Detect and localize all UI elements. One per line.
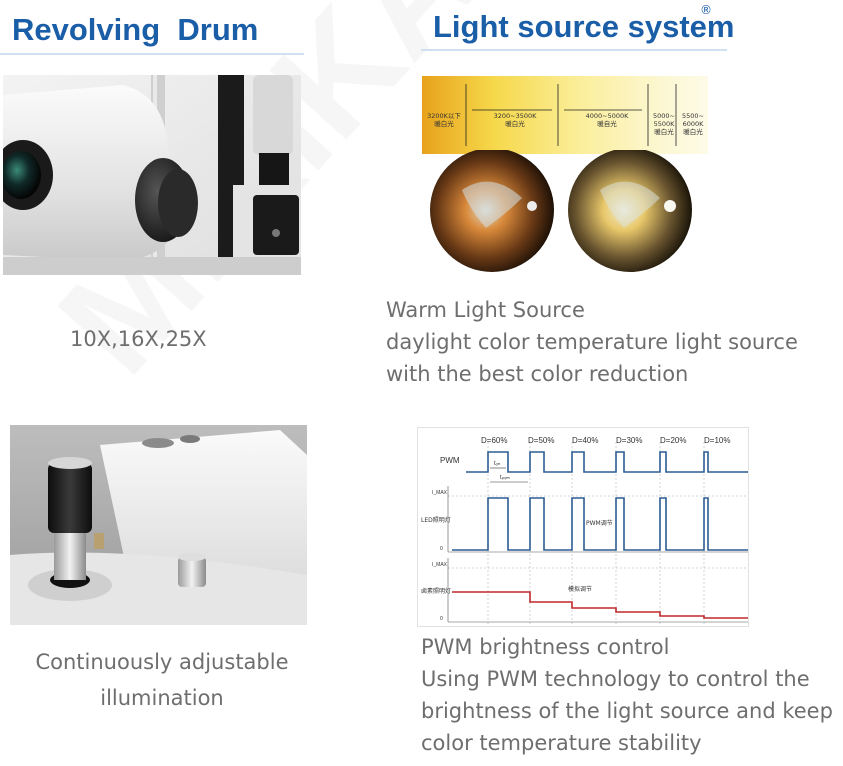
led-row-label: LED照明灯	[421, 517, 451, 524]
temperature-band-4: 5000~ 5500K 暖白光	[653, 112, 675, 136]
illumination-knob-photo	[10, 425, 307, 625]
temperature-band-1: 3200K以下 暖白光	[427, 112, 461, 128]
registered-mark-icon: ®	[700, 3, 712, 17]
color-temperature-figure	[422, 76, 708, 272]
magnification-caption: 10X,16X,25X	[70, 327, 207, 351]
duty-label-60: D=60%	[481, 436, 508, 445]
tpwm-label: tₚᵥₘ	[500, 475, 510, 481]
pwm-brightness-caption: PWM brightness control Using PWM technol…	[421, 635, 833, 755]
pwm-row-label: PWM	[440, 456, 460, 465]
pwm-adjust-label: PWM调节	[586, 520, 613, 527]
light-source-heading-underline	[421, 49, 727, 51]
ton-label: tₒₙ	[494, 461, 501, 467]
zero-label-halogen: 0	[440, 616, 443, 622]
duty-label-10: D=10%	[704, 436, 731, 445]
duty-label-50: D=50%	[528, 436, 555, 445]
duty-label-40: D=40%	[572, 436, 599, 445]
revolving-drum-heading-underline	[0, 53, 304, 55]
analog-adjust-label: 模拟调节	[568, 586, 593, 593]
revolving-drum-photo	[3, 75, 301, 275]
light-source-heading: Light source system	[433, 9, 735, 44]
zero-label-led: 0	[440, 546, 443, 552]
temperature-band-5: 5500~ 6000K 暖白光	[682, 112, 704, 136]
revolving-drum-heading: Revolving Drum	[12, 12, 259, 47]
warm-light-caption: Warm Light Source daylight color tempera…	[386, 298, 798, 386]
adjustable-illumination-caption: Continuously adjustable illumination	[35, 650, 289, 710]
pwm-diagram	[417, 427, 749, 627]
temperature-band-3: 4000~5000K 暖自光	[585, 112, 629, 128]
eye-images	[422, 148, 708, 272]
imax-label-led: I_MAX	[432, 490, 448, 496]
halogen-row-label: 卤素照明灯	[421, 588, 452, 595]
duty-label-30: D=30%	[616, 436, 643, 445]
duty-label-20: D=20%	[660, 436, 687, 445]
temperature-band-2: 3200~3500K 暖白光	[493, 112, 537, 128]
imax-label-halogen: I_MAX	[432, 562, 448, 568]
